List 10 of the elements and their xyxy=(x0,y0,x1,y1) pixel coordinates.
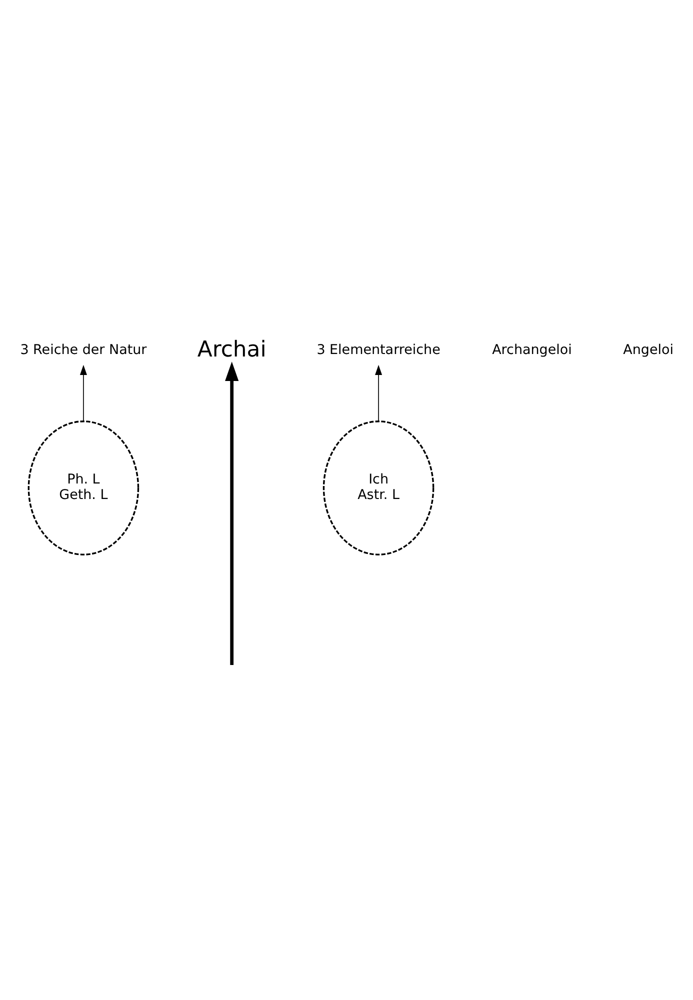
node-ellipse: Ich Astr. L xyxy=(322,420,434,555)
node-text: 3 Reiche der Natur xyxy=(20,342,147,358)
node-ellipse: Ph. L Geth. L xyxy=(28,420,140,555)
arrow xyxy=(225,361,239,664)
label: Angeloi xyxy=(623,342,674,358)
node-text: 3 Elementarreiche xyxy=(316,342,440,358)
label: Archangeloi xyxy=(492,342,572,358)
arrow xyxy=(374,364,382,421)
node-text: Archai xyxy=(197,336,266,362)
arrow xyxy=(80,364,87,421)
